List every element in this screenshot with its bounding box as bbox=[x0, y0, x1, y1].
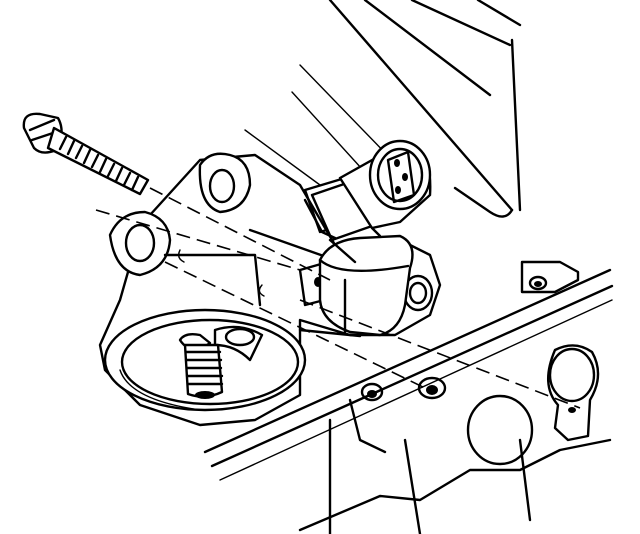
threaded-stud bbox=[178, 332, 224, 399]
electrical-connector bbox=[338, 139, 432, 238]
engine-upper-structure bbox=[244, 0, 522, 218]
alignment-lines bbox=[95, 187, 581, 409]
engine-block bbox=[203, 260, 614, 534]
mounting-bolt bbox=[22, 112, 150, 196]
